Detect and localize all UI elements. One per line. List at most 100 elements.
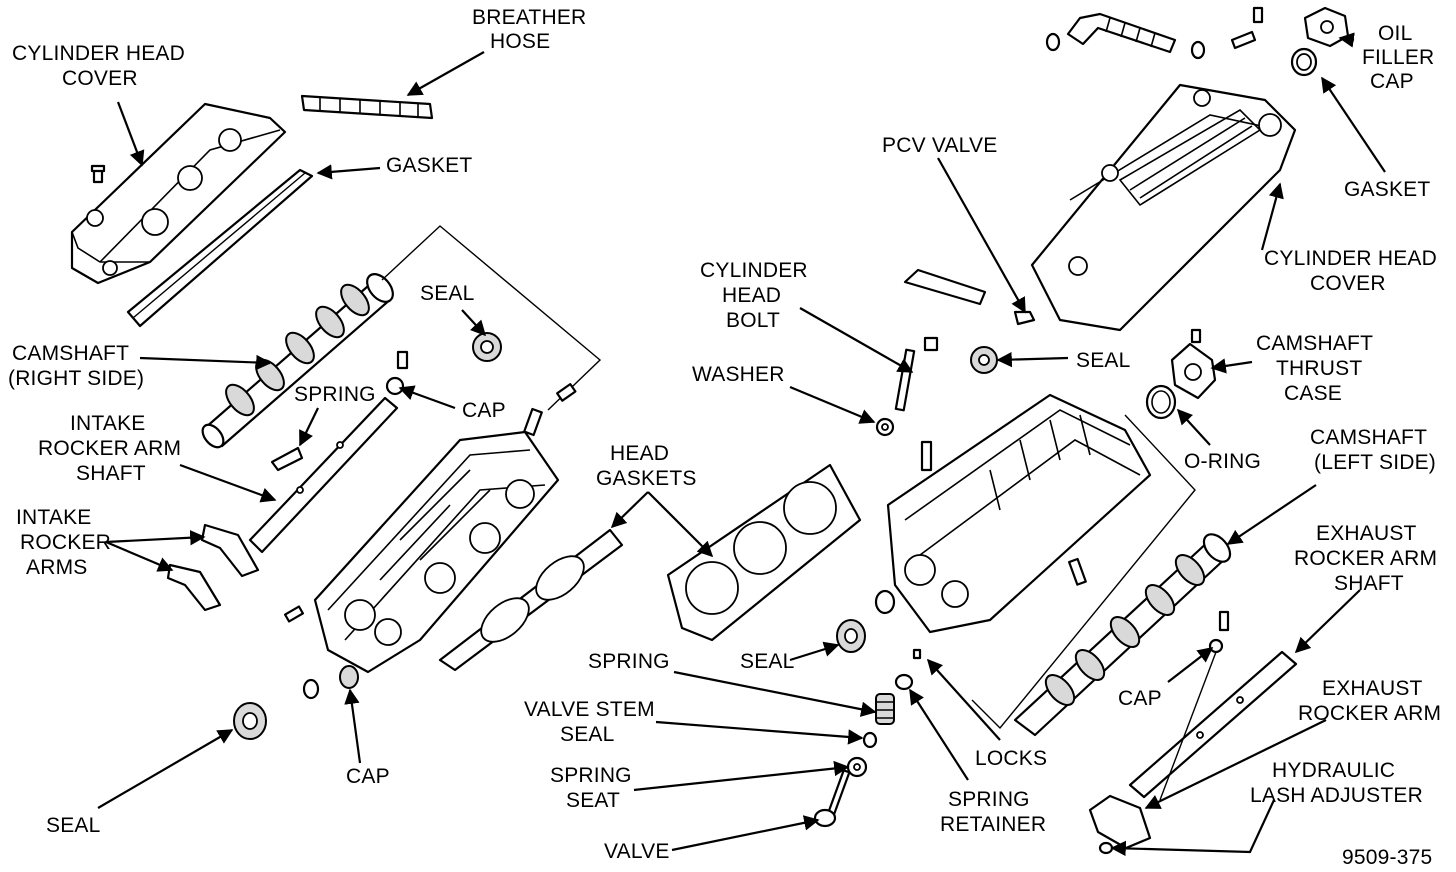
- o-ring-part: [1145, 384, 1177, 420]
- label-seal-lower-center: SEAL: [740, 650, 795, 673]
- label-intake-rocker-shaft-1: INTAKE: [70, 412, 146, 435]
- label-spring-retainer-2: RETAINER: [940, 813, 1046, 836]
- label-intake-rocker-arms-2: ROCKER: [20, 531, 111, 554]
- leader-lines: [97, 32, 1386, 857]
- intake-rocker-arm-shaft-part: [248, 396, 399, 554]
- label-exhaust-rocker-arm-2: ROCKER ARM: [1298, 702, 1441, 725]
- label-cap-upper: CAP: [462, 399, 506, 422]
- label-cap-lower-left: CAP: [346, 765, 390, 788]
- breather-hose-part: [300, 94, 434, 120]
- spring-retainer-part: [894, 673, 914, 691]
- label-seal-center: SEAL: [1076, 349, 1131, 372]
- labels: CYLINDER HEAD COVER BREATHER HOSE GASKET…: [8, 6, 1441, 869]
- label-cylinder-head-cover-left-2: COVER: [62, 67, 138, 90]
- label-camshaft-right-2: (RIGHT SIDE): [8, 367, 144, 390]
- locks-part: [912, 648, 922, 660]
- seal-center-part: [970, 346, 998, 374]
- label-hydraulic-lash-adjuster-1: HYDRAULIC: [1272, 759, 1395, 782]
- cap-upper-part: [385, 350, 409, 396]
- breather-hose-right-part: [1045, 12, 1206, 60]
- washer-part: [875, 417, 895, 437]
- hydraulic-lash-adjuster-part: [1098, 841, 1114, 855]
- label-camshaft-thrust-case-1: CAMSHAFT: [1256, 332, 1373, 355]
- label-valve: VALVE: [604, 840, 670, 863]
- label-washer: WASHER: [692, 363, 785, 386]
- label-exhaust-rocker-arm-1: EXHAUST: [1322, 677, 1423, 700]
- oil-filler-cap-part: [1303, 6, 1350, 48]
- figure-id: 9509-375: [1342, 846, 1432, 869]
- label-oil-filler-cap-1: OIL: [1378, 22, 1412, 45]
- label-locks: LOCKS: [975, 747, 1047, 770]
- label-exhaust-rocker-shaft-3: SHAFT: [1334, 572, 1404, 595]
- camshaft-thrust-case-part: [1170, 328, 1217, 400]
- label-spring-seat-2: SEAT: [566, 789, 620, 812]
- camshaft-left-side-part: [1013, 533, 1232, 737]
- label-spring-seat-1: SPRING: [550, 764, 632, 787]
- oil-cap-gasket-part: [1290, 47, 1318, 77]
- label-camshaft-thrust-case-3: CASE: [1284, 382, 1342, 405]
- label-cylinder-head-cover-right-1: CYLINDER HEAD: [1264, 247, 1437, 270]
- camshaft-right-side-part: [201, 273, 394, 449]
- label-intake-rocker-shaft-3: SHAFT: [76, 462, 146, 485]
- head-gasket-left-part: [438, 528, 624, 672]
- intake-rocker-arms-part: [166, 523, 260, 612]
- cylinder-head-cover-right-part: [1030, 83, 1297, 332]
- gasket-left-part: [126, 168, 314, 328]
- clip-part: [1230, 6, 1264, 50]
- right-bracket-line: [971, 414, 1196, 730]
- exhaust-rocker-arm-part: [1088, 794, 1152, 850]
- valve-part: [813, 769, 851, 828]
- label-valve-stem-seal-2: SEAL: [560, 723, 615, 746]
- label-spring-lower: SPRING: [588, 650, 670, 673]
- label-spring-retainer-1: SPRING: [948, 788, 1030, 811]
- label-cylinder-head-bolt-1: CYLINDER: [700, 259, 808, 282]
- label-camshaft-left-2: (LEFT SIDE): [1314, 451, 1436, 474]
- camshaft-bracket-line: [381, 225, 602, 411]
- label-camshaft-right-1: CAMSHAFT: [12, 342, 129, 365]
- label-head-gaskets-2: GASKETS: [596, 467, 697, 490]
- label-spring-upper: SPRING: [294, 383, 376, 406]
- label-seal-upper-left: SEAL: [420, 282, 475, 305]
- label-gasket-left: GASKET: [386, 154, 472, 177]
- seal-upper-left-part: [472, 332, 502, 362]
- label-oil-filler-cap-3: CAP: [1370, 70, 1414, 93]
- label-cylinder-head-cover-left-1: CYLINDER HEAD: [12, 42, 185, 65]
- label-pcv-valve: PCV VALVE: [882, 134, 997, 157]
- label-cylinder-head-bolt-2: HEAD: [722, 284, 781, 307]
- cylinder-head-bolt-part: [894, 336, 939, 412]
- head-gaskets-center-part: [666, 463, 862, 642]
- small-parts-cluster-right: [874, 440, 1087, 615]
- label-intake-rocker-arms-3: ARMS: [26, 556, 87, 579]
- label-o-ring: O-RING: [1184, 450, 1261, 473]
- label-cap-lower-right: CAP: [1118, 687, 1162, 710]
- valve-stem-seal-part: [862, 731, 878, 749]
- spring-seat-part: [846, 756, 868, 778]
- label-intake-rocker-shaft-2: ROCKER ARM: [38, 437, 181, 460]
- label-hydraulic-lash-adjuster-2: LASH ADJUSTER: [1250, 784, 1423, 807]
- cap-lower-left-part: [302, 665, 359, 700]
- cylinder-head-right-part: [886, 393, 1152, 634]
- label-gasket-right: GASKET: [1344, 178, 1430, 201]
- seal-lower-center-part: [836, 619, 866, 653]
- label-camshaft-left-1: CAMSHAFT: [1310, 426, 1427, 449]
- valve-spring-part: [875, 693, 895, 725]
- label-exhaust-rocker-shaft-1: EXHAUST: [1316, 522, 1417, 545]
- label-breather-hose-1: BREATHER: [472, 6, 586, 29]
- pcv-valve-part: [903, 268, 1036, 326]
- label-exhaust-rocker-shaft-2: ROCKER ARM: [1294, 547, 1437, 570]
- label-valve-stem-seal-1: VALVE STEM: [524, 698, 655, 721]
- label-seal-lower-left: SEAL: [46, 814, 101, 837]
- label-intake-rocker-arms-1: INTAKE: [16, 506, 92, 529]
- label-oil-filler-cap-2: FILLER: [1362, 46, 1434, 69]
- label-breather-hose-2: HOSE: [490, 30, 550, 53]
- label-head-gaskets-1: HEAD: [610, 442, 669, 465]
- label-camshaft-thrust-case-2: THRUST: [1276, 357, 1362, 380]
- cover-bolt-left: [90, 164, 106, 184]
- cylinder-head-left-part: [313, 430, 560, 674]
- seal-lower-left-part: [233, 702, 267, 740]
- spring-upper-part: [270, 446, 304, 472]
- small-parts-cluster-left: [283, 383, 577, 623]
- label-cylinder-head-bolt-3: BOLT: [726, 309, 780, 332]
- cap-lower-right-part: [1159, 610, 1230, 801]
